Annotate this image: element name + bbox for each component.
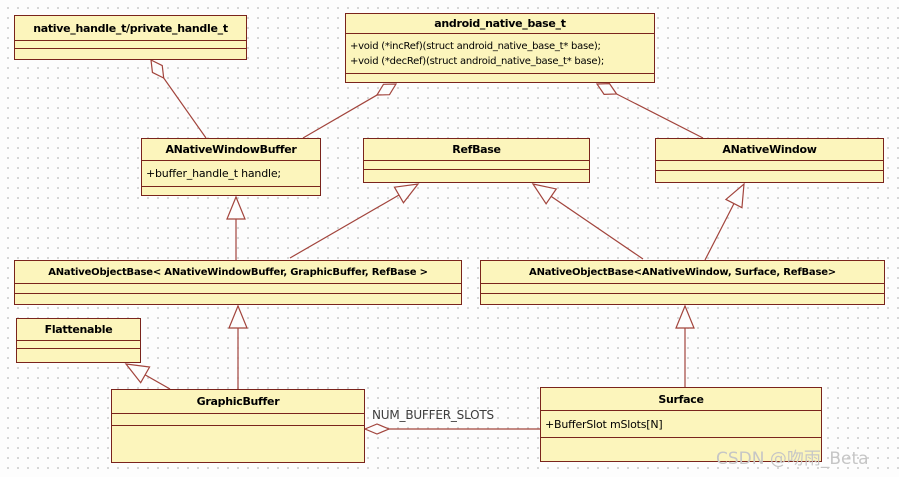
- operations-compartment: [17, 349, 140, 362]
- class-android-native-base[interactable]: android_native_base_t +void (*incRef)(st…: [345, 13, 655, 83]
- class-title: Surface: [541, 388, 821, 411]
- attributes-compartment: +buffer_handle_t handle;: [142, 161, 320, 187]
- operations-compartment: [481, 294, 884, 304]
- attributes-compartment: [17, 341, 140, 349]
- generalization-triangle-icon: [724, 182, 745, 209]
- generalization-triangle-icon: [226, 195, 246, 220]
- edge-refbase-aobleft: [289, 183, 419, 259]
- class-title: Flattenable: [17, 319, 140, 341]
- class-title: ANativeWindowBuffer: [142, 139, 320, 161]
- class-anative-object-base-right[interactable]: ANativeObjectBase<ANativeWindow, Surface…: [480, 260, 885, 305]
- class-anative-window[interactable]: ANativeWindow: [655, 138, 884, 183]
- generalization-triangle-icon: [675, 304, 695, 329]
- generalization-triangle-icon: [393, 183, 420, 204]
- attributes-compartment: [15, 41, 246, 49]
- class-attribute: +void (*incRef)(struct android_native_ba…: [350, 40, 601, 52]
- attributes-compartment: +void (*incRef)(struct android_native_ba…: [346, 34, 654, 74]
- class-attribute: +void (*decRef)(struct android_native_ba…: [350, 55, 605, 67]
- class-refbase[interactable]: RefBase: [363, 138, 590, 183]
- aggregation-diamond-icon: [595, 83, 618, 95]
- attributes-compartment: [15, 284, 461, 294]
- class-title: native_handle_t/private_handle_t: [15, 16, 246, 41]
- generalization-triangle-icon: [228, 304, 248, 329]
- attributes-compartment: [656, 161, 883, 171]
- operations-compartment: [346, 74, 654, 82]
- class-attribute: +buffer_handle_t handle;: [146, 167, 281, 180]
- operations-compartment: [364, 170, 589, 182]
- generalization-triangle-icon: [124, 363, 151, 384]
- class-title: RefBase: [364, 139, 589, 161]
- class-anative-object-base-left[interactable]: ANativeObjectBase< ANativeWindowBuffer, …: [14, 260, 462, 305]
- operations-compartment: [15, 49, 246, 59]
- class-anative-window-buffer[interactable]: ANativeWindowBuffer +buffer_handle_t han…: [141, 138, 321, 196]
- association-label: NUM_BUFFER_SLOTS: [372, 408, 494, 422]
- class-graphic-buffer[interactable]: GraphicBuffer: [111, 389, 365, 463]
- class-native-handle[interactable]: native_handle_t/private_handle_t: [14, 15, 247, 60]
- aggregation-diamond-icon: [363, 423, 391, 435]
- class-surface[interactable]: Surface +BufferSlot mSlots[N]: [540, 387, 822, 462]
- class-title: ANativeWindow: [656, 139, 883, 161]
- class-title: ANativeObjectBase<ANativeWindow, Surface…: [481, 261, 884, 284]
- attributes-compartment: [481, 284, 884, 294]
- operations-compartment: [15, 294, 461, 304]
- class-title: GraphicBuffer: [112, 390, 364, 414]
- aggregation-diamond-icon: [150, 58, 165, 80]
- operations-compartment: [656, 171, 883, 182]
- class-title: ANativeObjectBase< ANativeWindowBuffer, …: [15, 261, 461, 284]
- generalization-triangle-icon: [531, 183, 558, 205]
- class-flattenable[interactable]: Flattenable: [16, 318, 141, 363]
- operations-compartment: [142, 187, 320, 195]
- attributes-compartment: +BufferSlot mSlots[N]: [541, 411, 821, 438]
- class-title: android_native_base_t: [346, 14, 654, 34]
- attributes-compartment: [364, 161, 589, 170]
- aggregation-diamond-icon: [375, 83, 398, 96]
- operations-compartment: [112, 426, 364, 462]
- csdn-watermark: CSDN @吻雨_Beta: [716, 449, 869, 469]
- attributes-compartment: [112, 414, 364, 426]
- class-attribute: +BufferSlot mSlots[N]: [545, 417, 663, 431]
